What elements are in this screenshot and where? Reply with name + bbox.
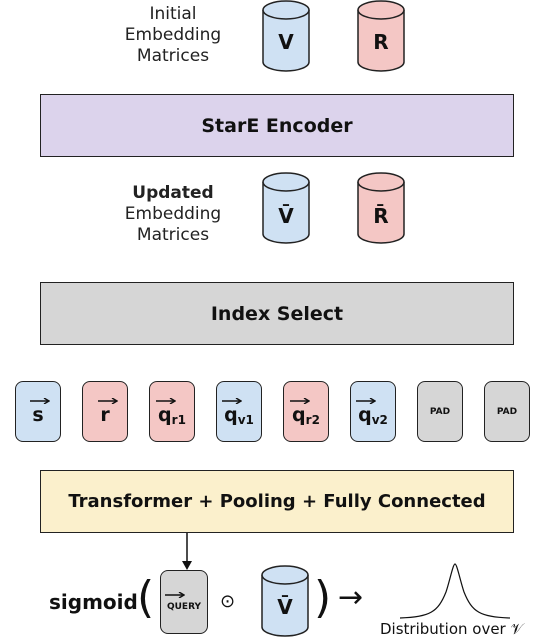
stare-encoder-label: StarE Encoder [201,114,353,137]
close-paren: ) [314,572,332,623]
vector-arrow-icon [290,397,311,404]
token-base: r [100,404,110,426]
vector-arrow-icon [98,398,119,404]
token-vector: qv2 [356,397,388,427]
cylinder-icon [357,0,405,72]
initial-entity-matrix-cylinder: V [262,0,310,74]
vector-arrow-icon [156,397,177,404]
token-pad: PAD [417,381,463,442]
token-base: q [292,403,306,426]
query-vector: QUERY [164,592,202,612]
updated-caption-line3: Matrices [136,225,210,245]
sigmoid-label: sigmoid [49,590,138,614]
cylinder-icon [262,0,310,72]
initial-caption-line2: Embedding [124,25,222,45]
distribution-label: Distribution over 𝒱 [380,620,523,638]
updated-v-label: V̄ [278,204,294,228]
initial-caption-line3: Matrices [136,46,210,66]
vector-arrow-icon [30,398,51,404]
cylinder-icon [262,172,310,244]
cylinder-icon [357,172,405,244]
updated-caption: Updated Embedding Matrices [118,183,228,246]
updated-caption-line2: Embedding [124,204,222,224]
token-sub: v1 [237,412,254,427]
initial-r-label: R [373,30,389,54]
token-q-v1: qv1 [216,381,262,442]
right-arrow: → [338,580,364,615]
token-pad: PAD [484,381,530,442]
token-q-r2: qr2 [283,381,329,442]
initial-relation-matrix-cylinder: R [357,0,405,74]
token-r: r [82,381,128,442]
token-q-v2: qv2 [350,381,396,442]
token-vector: qv1 [222,397,254,427]
token-sub: v2 [371,412,388,427]
token-s: s [15,381,61,442]
token-sub: r2 [305,412,320,427]
token-base: q [158,403,172,426]
token-base: q [224,403,238,426]
token-vector: qr1 [156,397,186,427]
initial-caption: Initial Embedding Matrices [118,4,228,67]
token-vector: s [30,398,51,426]
transformer-label: Transformer + Pooling + Fully Connected [68,491,486,512]
token-base: q [358,403,372,426]
gaussian-curve-icon [400,563,510,619]
output-entity-matrix-cylinder: V̄ [261,565,309,639]
updated-r-label: R̄ [373,204,389,228]
token-base: s [32,404,44,426]
down-arrow-icon [182,533,192,570]
stare-encoder-block: StarE Encoder [40,94,514,157]
updated-caption-bold: Updated [132,183,214,203]
initial-v-label: V [278,30,294,54]
token-vector: r [98,398,119,426]
vector-arrow-icon [222,397,243,404]
index-select-label: Index Select [210,302,344,325]
odot-operator: ⊙ [220,591,236,612]
token-q-r1: qr1 [149,381,195,442]
vector-arrow-icon [164,592,185,598]
transformer-block: Transformer + Pooling + Fully Connected [40,470,514,533]
pad-label: PAD [496,406,518,417]
open-paren: ( [137,572,155,623]
query-box: QUERY [160,570,208,634]
token-vector: qr2 [290,397,320,427]
cylinder-icon [261,565,309,637]
initial-caption-line1: Initial [149,4,197,24]
updated-entity-matrix-cylinder: V̄ [262,172,310,246]
vector-arrow-icon [356,397,377,404]
pad-label: PAD [429,406,451,417]
token-sub: r1 [171,412,186,427]
output-v-label: V̄ [277,595,293,619]
query-label: QUERY [166,602,202,612]
index-select-block: Index Select [40,282,514,345]
updated-relation-matrix-cylinder: R̄ [357,172,405,246]
